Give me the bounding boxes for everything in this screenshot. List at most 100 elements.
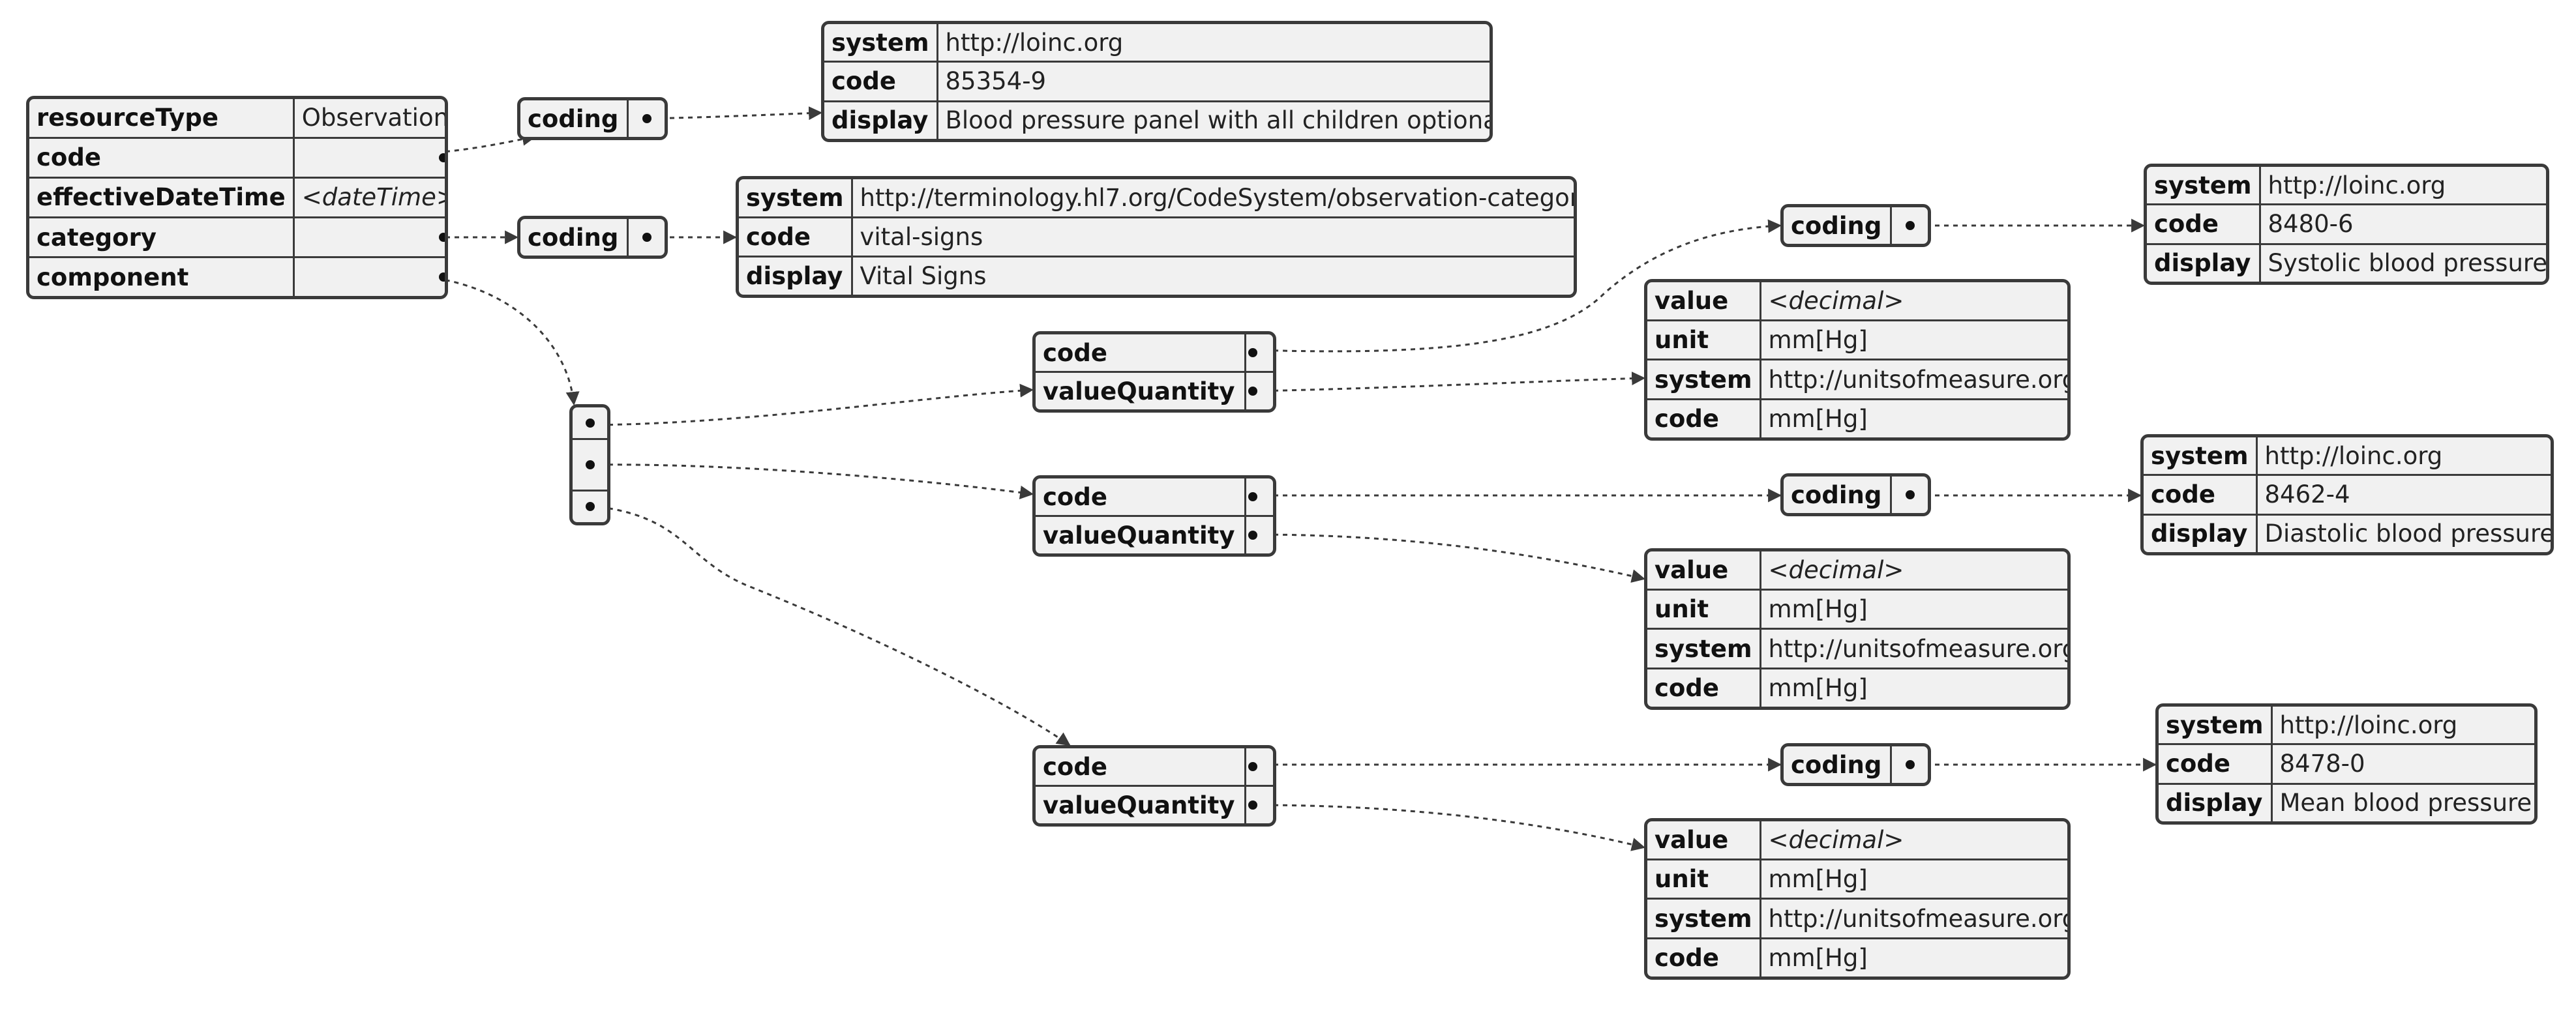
link-cell [1244,748,1273,787]
wire-c0-code [1255,219,1782,353]
link-cell [1244,334,1273,373]
value-cell: <decimal> [1759,551,2067,591]
link-cell [1890,207,1928,244]
link-cell [1890,746,1928,783]
key-cell: system [2159,707,2273,746]
key-cell: value [1647,821,1761,860]
key-cell: value [1647,551,1761,591]
link-dot-icon [642,233,651,242]
key-cell: display [824,100,938,139]
value-cell: mm[Hg] [1759,668,2067,707]
row-effectiveDateTime: effectiveDateTime<dateTime> [29,176,445,219]
value-cell: http://unitsofmeasure.org [1759,359,2067,401]
value-cell: 8480-6 [2258,203,2546,245]
key-cell: valueQuantity [1036,785,1246,823]
key-cell: coding [1784,746,1892,783]
key-cell: resourceType [29,99,295,139]
value-cell: http://unitsofmeasure.org [1759,628,2067,670]
value-cell: mm[Hg] [1759,319,2067,361]
component-2-coding-node: coding [1780,473,1931,516]
value-cell: http://terminology.hl7.org/CodeSystem/ob… [850,179,1574,218]
link-dot-icon [1905,221,1915,230]
array-item-cell [573,407,607,441]
value-cell: Mean blood pressure [2270,782,2534,821]
link-dot-icon [438,153,445,162]
wire-c0-qty [1255,372,1646,392]
wire-c2-qty [1255,804,1646,851]
key-cell: effectiveDateTime [29,176,295,219]
value-cell: mm[Hg] [1759,937,2067,976]
component-array-node [569,404,610,525]
link-dot-icon [1248,800,1257,810]
category-coding-node: coding [517,216,668,259]
link-dot-icon [585,460,595,469]
wire-array-c2 [590,505,1071,746]
key-cell: code [2159,743,2273,785]
row-category: category [29,216,445,259]
wire-c1-qty [1255,533,1646,583]
key-cell: display [2144,513,2258,552]
component-2-node: code valueQuantity [1032,475,1276,557]
key-cell: code [1036,478,1246,517]
wire-root-code-coding [642,106,823,121]
wire-component [427,276,580,406]
value-cell: mm[Hg] [1759,858,2067,900]
key-cell: coding [520,219,629,256]
array-item-cell [573,438,607,492]
link-dot-icon [1905,760,1915,769]
key-cell: unit [1647,319,1761,361]
link-dot-icon [585,502,595,512]
value-cell: Diastolic blood pressure [2255,513,2551,552]
link-dot-icon [585,418,595,428]
link-dot-icon [1248,492,1257,501]
key-cell: code [2147,203,2261,245]
link-cell [627,219,665,256]
key-cell: category [29,216,295,259]
key-cell: unit [1647,588,1761,630]
link-dot-icon [438,233,445,242]
key-cell: code [1647,937,1761,976]
value-cell: Observation [292,99,445,139]
link-cell [292,216,445,259]
key-cell: system [1647,898,1761,940]
value-cell: http://loinc.org [2255,437,2551,477]
value-cell: Blood pressure panel with all children o… [936,100,1490,139]
component-1-coding-node: coding [1780,204,1931,247]
key-cell: code [2144,474,2258,516]
value-cell: http://unitsofmeasure.org [1759,898,2067,940]
key-cell: system [1647,628,1761,670]
value-cell: 85354-9 [936,61,1490,102]
value-cell: 8478-0 [2270,743,2534,785]
link-dot-icon [1248,762,1257,771]
key-cell: code [1036,334,1246,373]
key-cell: coding [520,100,629,137]
wire-array-c0 [590,383,1034,426]
link-cell [627,100,665,137]
key-cell: coding [1784,207,1892,244]
wire-array-c1 [590,463,1034,499]
link-dot-icon [438,272,445,282]
row-code: code [29,136,445,179]
row-component: component [29,256,445,296]
key-cell: system [739,179,853,218]
key-cell: unit [1647,858,1761,900]
key-cell: code [1036,748,1246,787]
link-dot-icon [642,114,651,123]
value-cell: 8462-4 [2255,474,2551,516]
key-cell: code [739,216,853,258]
key-cell: code [29,136,295,179]
link-dot-icon [1248,387,1257,396]
key-cell: display [2147,242,2261,282]
key-cell: system [2144,437,2258,477]
value-cell: http://loinc.org [2270,707,2534,746]
link-cell [292,256,445,296]
component-1-node: code valueQuantity [1032,331,1276,413]
